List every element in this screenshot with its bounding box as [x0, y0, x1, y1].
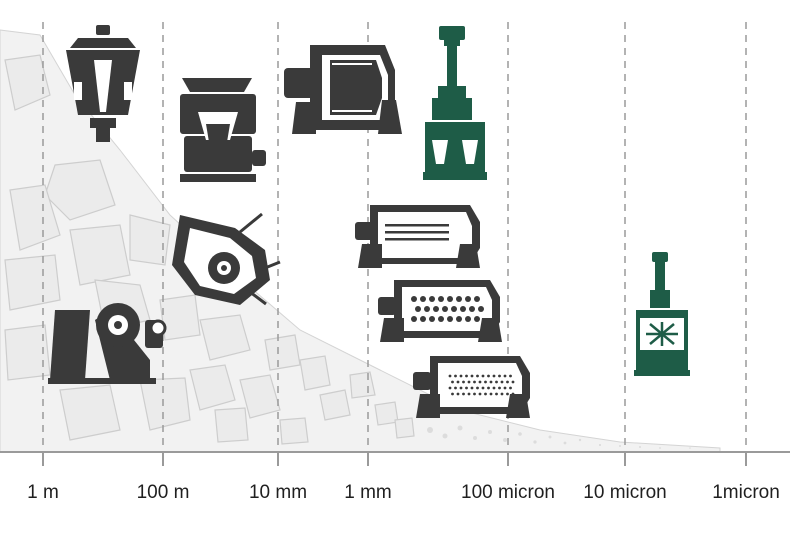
ball-mill-ball	[411, 296, 417, 302]
pebble-mill-pebble	[489, 392, 493, 396]
axis-tick-label: 10 mm	[248, 482, 308, 503]
pebble-mill-pebble	[484, 392, 487, 396]
ball-mill-ball	[447, 316, 453, 322]
ball-mill-ball	[433, 306, 439, 312]
pebble-mill-pebble	[500, 380, 504, 384]
pebble-mill-pebble	[495, 392, 498, 396]
pebble-mill-pebble	[454, 386, 457, 390]
ball-mill-ball	[474, 296, 480, 302]
pebble-mill-pebble	[459, 374, 463, 378]
gyratory-crusher-icon	[66, 25, 140, 142]
pebble-mill-pebble	[481, 386, 485, 390]
ball-mill-ball	[456, 296, 462, 302]
pebble-mill-pebble	[492, 374, 496, 378]
ball-mill-ball	[478, 306, 484, 312]
pebble-mill-pebble	[456, 392, 460, 396]
ball-mill-ball	[469, 306, 475, 312]
pebble-mill-pebble	[500, 392, 504, 396]
pebble-mill-pebble	[476, 374, 479, 378]
pebble-mill-pebble	[478, 380, 482, 384]
ball-mill-ball	[442, 306, 448, 312]
pebble-mill-pebble	[462, 380, 465, 384]
pebble-mill-icon	[413, 356, 530, 418]
ball-mill-ball	[438, 316, 444, 322]
impact-crusher-icon	[172, 212, 281, 306]
pebble-mill-pebble	[498, 374, 501, 378]
pebble-mill-pebble	[506, 392, 509, 396]
axis-tick-label: 100 micron	[461, 482, 555, 503]
pebble-mill-pebble	[476, 386, 479, 390]
pebble-mill-pebble	[484, 380, 487, 384]
ball-mill-ball	[460, 306, 466, 312]
pebble-mill-pebble	[454, 374, 457, 378]
axis-ticks	[42, 452, 747, 466]
pebble-mill-pebble	[465, 374, 468, 378]
ball-mill-ball	[424, 306, 430, 312]
axis-tick-label: 1micron	[712, 482, 780, 503]
pebble-mill-pebble	[459, 386, 463, 390]
pebble-mill-pebble	[487, 374, 490, 378]
pebble-mill-pebble	[509, 374, 512, 378]
pebble-mill-pebble	[487, 386, 490, 390]
pebble-mill-pebble	[470, 374, 474, 378]
axis-tick-label: 1 mm	[344, 482, 392, 503]
pebble-mill-pebble	[503, 386, 507, 390]
ball-mill-ball	[465, 296, 471, 302]
axis-tick-label: 100 m	[136, 482, 190, 503]
pebble-mill-pebble	[448, 386, 452, 390]
pebble-mill-pebble	[506, 380, 509, 384]
rod-mill-icon	[355, 205, 480, 268]
stirred-mill-icon	[634, 252, 690, 376]
ball-mill-ball	[420, 296, 426, 302]
pebble-mill-pebble	[495, 380, 498, 384]
pebble-mill-pebble	[511, 380, 515, 384]
pebble-mill-pebble	[481, 374, 485, 378]
ball-mill-ball	[438, 296, 444, 302]
pebble-mill-pebble	[451, 392, 454, 396]
pebble-mill-pebble	[470, 386, 474, 390]
pebble-mill-pebble	[448, 374, 452, 378]
ball-mill-icon	[378, 280, 502, 342]
cone-crusher-icon	[180, 78, 266, 182]
pebble-mill-pebble	[473, 380, 476, 384]
pebble-mill-pebble	[492, 386, 496, 390]
ball-mill-ball	[447, 296, 453, 302]
vertical-mill-icon	[423, 26, 487, 180]
ball-mill-ball	[415, 306, 421, 312]
axis-tick-label: 10 micron	[583, 482, 667, 503]
pebble-mill-pebble	[456, 380, 460, 384]
pebble-mill-pebble	[489, 380, 493, 384]
ball-mill-ball	[429, 316, 435, 322]
pebble-mill-pebble	[473, 392, 476, 396]
ball-mill-ball	[429, 296, 435, 302]
pebble-mill-pebble	[503, 374, 507, 378]
sag-mill-icon	[284, 45, 402, 134]
ball-mill-ball	[420, 316, 426, 322]
pebble-mill-pebble	[465, 386, 468, 390]
pebble-mill-pebble	[451, 380, 454, 384]
pebble-mill-pebble	[467, 392, 471, 396]
ball-mill-ball	[411, 316, 417, 322]
axis-tick-label: 1 m	[27, 482, 59, 503]
pebble-mill-pebble	[467, 380, 471, 384]
jaw-crusher-icon	[48, 303, 167, 384]
ball-mill-ball	[474, 316, 480, 322]
pebble-mill-pebble	[462, 392, 465, 396]
pebble-mill-pebble	[498, 386, 501, 390]
ball-mill-ball	[451, 306, 457, 312]
pebble-mill-pebble	[478, 392, 482, 396]
pebble-mill-pebble	[509, 386, 512, 390]
ball-mill-ball	[456, 316, 462, 322]
ball-mill-ball	[465, 316, 471, 322]
